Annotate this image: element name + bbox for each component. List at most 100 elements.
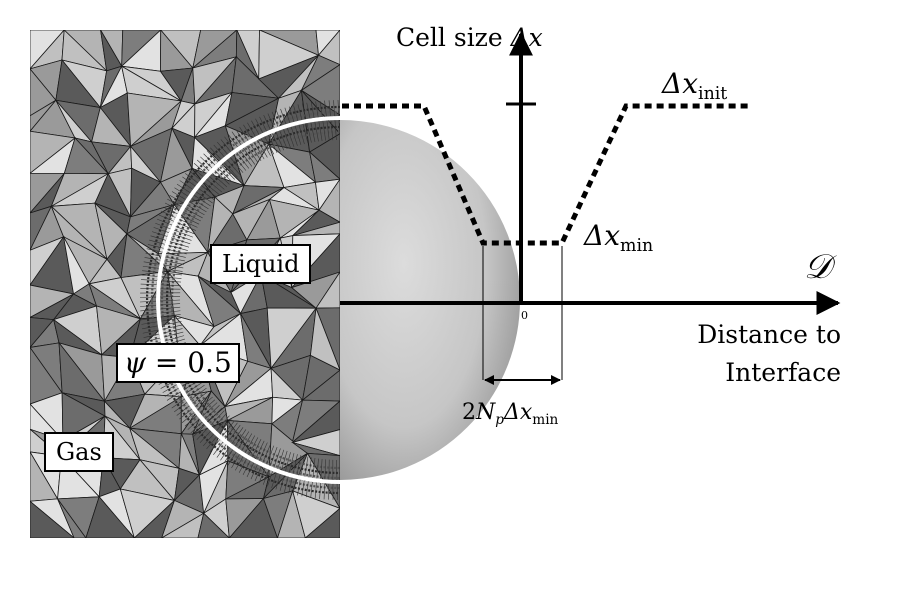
refined-band-edge <box>144 257 185 265</box>
refined-band-edge <box>158 214 196 231</box>
refined-band-edge <box>190 166 223 193</box>
refined-band-edge <box>149 239 188 251</box>
refined-band-edge <box>259 116 278 154</box>
refined-band-edge <box>176 183 211 207</box>
refined-band-edge <box>293 105 305 145</box>
refined-band-edge <box>171 384 205 409</box>
refined-band-edge <box>220 139 247 171</box>
psi-label: ψ = 0.5 <box>116 343 240 383</box>
refined-band-edge <box>284 107 298 146</box>
mesh-cell <box>304 507 340 538</box>
refined-band-edge <box>169 381 203 405</box>
refined-band-edge <box>262 447 278 485</box>
dx-min-base: Δx <box>584 219 621 252</box>
refined-band-edge <box>206 417 233 450</box>
refined-band-edge <box>141 317 182 325</box>
refined-band-edge <box>213 422 238 455</box>
mesh-panel <box>30 30 340 538</box>
refined-band-edge <box>193 163 225 190</box>
refined-band-edge <box>187 169 220 195</box>
refined-band-edge <box>140 288 181 290</box>
refined-band-edge <box>279 452 291 491</box>
dx-init-sub: init <box>698 84 728 105</box>
refined-band-edge <box>142 265 183 272</box>
refined-band-edge <box>184 399 216 427</box>
refined-band-edge <box>227 134 253 167</box>
refined-band-edge <box>141 274 182 279</box>
refined-band-edge <box>182 176 216 201</box>
band-p: p <box>495 411 504 428</box>
refined-band-edge <box>181 396 213 423</box>
refined-band-edge <box>185 173 218 198</box>
refined-band-edge <box>271 111 288 150</box>
refined-band-edge <box>140 303 181 307</box>
refined-band-edge <box>167 198 203 219</box>
refined-band-edge <box>171 191 207 213</box>
refined-band-edge <box>169 195 205 216</box>
refined-band-edge <box>203 153 233 183</box>
refined-band-edge <box>258 445 275 484</box>
refined-band-edge <box>247 122 268 158</box>
refined-band-edge <box>271 449 285 489</box>
refined-band-edge <box>227 431 250 466</box>
refined-band-edge <box>213 144 241 176</box>
refined-band-edge <box>297 455 305 496</box>
mesh-cell <box>57 498 87 538</box>
refined-band-edge <box>319 458 323 499</box>
refined-band-edge <box>153 227 192 241</box>
liquid-label: Liquid <box>210 244 312 284</box>
refined-band-edge <box>146 248 186 258</box>
refined-band-ring <box>150 110 340 490</box>
refined-band-edge <box>314 458 319 499</box>
refined-band-edge <box>231 433 253 469</box>
refined-band-edge <box>140 310 181 316</box>
refined-band-edge <box>267 113 285 151</box>
refined-band-edge <box>151 231 191 245</box>
refined-band-edge <box>306 102 316 143</box>
refined-band-edge <box>301 456 309 497</box>
refined-band-edge <box>142 270 183 276</box>
refined-band-edge <box>333 100 337 141</box>
refined-band-edge <box>243 124 265 160</box>
refined-band-edge <box>328 459 330 500</box>
refined-band-ring <box>170 130 340 470</box>
refined-band-edge <box>140 306 181 312</box>
band-prefix: 2 <box>462 400 476 425</box>
refined-band-edge <box>190 405 220 434</box>
dx-min-sub: min <box>620 236 654 257</box>
refined-band-edge <box>323 459 326 500</box>
refined-band-edge <box>231 131 256 165</box>
refined-band-edge <box>156 218 195 235</box>
mesh-cell <box>197 512 230 538</box>
refined-band-edge <box>328 100 334 141</box>
refined-band-edge <box>324 100 330 141</box>
refined-band-edge <box>155 222 193 238</box>
refined-band-edge <box>196 410 225 440</box>
refined-band-edge <box>280 108 295 147</box>
band-sub: min <box>532 411 559 428</box>
refined-band-edge <box>206 150 235 180</box>
refined-band-edge <box>174 187 209 210</box>
mesh-cell <box>30 500 75 538</box>
origin-label: 0 <box>521 309 528 322</box>
mesh-cell <box>85 495 135 538</box>
refined-band-edge <box>242 439 262 476</box>
refined-band-edge <box>193 407 223 437</box>
refined-band-edge <box>276 110 291 148</box>
refined-band-edge <box>235 129 259 163</box>
refined-band-edge <box>144 331 184 343</box>
refined-band-edge <box>284 453 295 493</box>
refined-band-edge <box>217 141 244 173</box>
refined-band-edge <box>143 328 183 338</box>
refined-band-edge <box>239 126 262 162</box>
y-axis-text: Cell size <box>396 23 511 52</box>
band-N: N <box>476 400 496 425</box>
refined-band-edge <box>302 103 312 143</box>
refined-band-edge <box>140 283 181 286</box>
refined-band-edge <box>292 455 302 495</box>
refined-band-edge <box>209 420 235 453</box>
y-axis-symbol: Δx <box>510 23 543 52</box>
refined-band-edge <box>238 437 259 473</box>
refined-band-edge <box>176 390 209 416</box>
